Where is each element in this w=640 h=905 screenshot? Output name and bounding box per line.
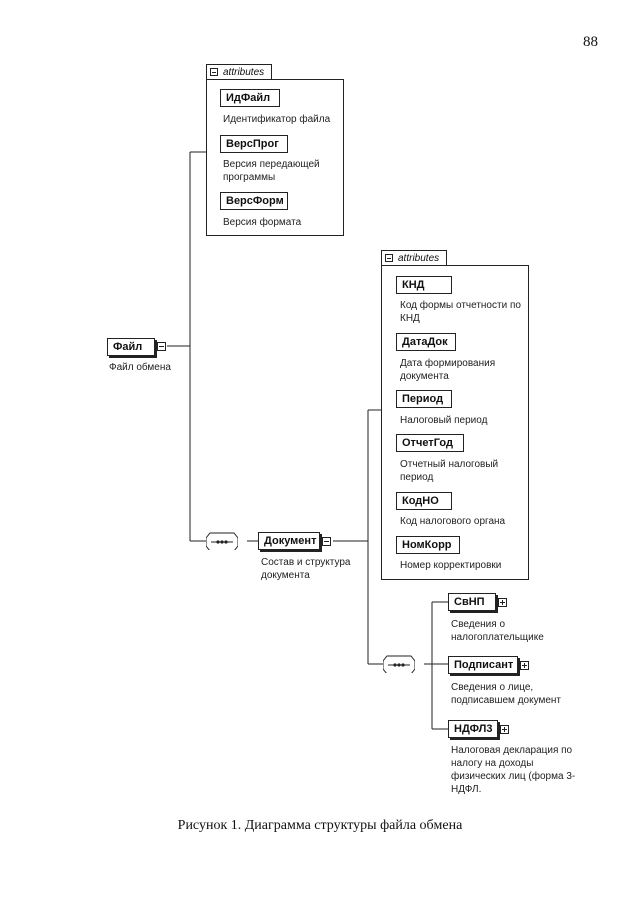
- collapse-icon[interactable]: [385, 254, 393, 262]
- root-element-file[interactable]: Файл: [107, 338, 155, 356]
- child-element-ndfl3[interactable]: НДФЛ3: [448, 720, 498, 738]
- sequence-compositor-icon[interactable]: [206, 532, 238, 550]
- document-attributes-tab[interactable]: attributes: [381, 250, 447, 265]
- attribute-idfile[interactable]: ИдФайл: [220, 89, 280, 107]
- attribute-description: Отчетный налоговый период: [400, 459, 499, 483]
- attribute-knd[interactable]: КНД: [396, 276, 452, 294]
- attribute-kodno[interactable]: КодНО: [396, 492, 452, 510]
- child-element-svnp[interactable]: СвНП: [448, 593, 496, 611]
- root-element-description: Файл обмена: [109, 362, 171, 373]
- attribute-description: Код формы отчетности по КНД: [400, 300, 521, 324]
- attribute-description: Версия формата: [223, 217, 302, 228]
- attribute-description: Налоговый период: [400, 415, 488, 426]
- expand-icon[interactable]: [498, 598, 507, 607]
- child-element-description: Сведения о налогоплательщике: [451, 619, 544, 643]
- document-attributes-box: [381, 265, 529, 580]
- attribute-otchetgod[interactable]: ОтчетГод: [396, 434, 464, 452]
- attribute-datadok[interactable]: ДатаДок: [396, 333, 456, 351]
- collapse-icon[interactable]: [157, 342, 166, 351]
- attribute-period[interactable]: Период: [396, 390, 452, 408]
- sequence-compositor-icon[interactable]: [383, 655, 415, 673]
- file-attributes-tab[interactable]: attributes: [206, 64, 272, 79]
- attribute-description: Идентификатор файла: [223, 114, 331, 125]
- child-element-description: Налоговая декларация по налогу на доходы…: [451, 745, 576, 795]
- collapse-icon[interactable]: [210, 68, 218, 76]
- attribute-description: Дата формирования документа: [400, 358, 496, 382]
- child-element-podpisant[interactable]: Подписант: [448, 656, 518, 674]
- document-element[interactable]: Документ: [258, 532, 320, 550]
- figure-caption: Рисунок 1. Диаграмма структуры файла обм…: [177, 818, 463, 833]
- attribute-nomkorr[interactable]: НомКорр: [396, 536, 460, 554]
- attribute-versprog[interactable]: ВерсПрог: [220, 135, 288, 153]
- page-number: 88: [583, 34, 598, 50]
- attribute-versform[interactable]: ВерсФорм: [220, 192, 288, 210]
- child-element-description: Сведения о лице, подписавшем документ: [451, 682, 562, 706]
- collapse-icon[interactable]: [322, 537, 331, 546]
- attribute-description: Версия передающей программы: [223, 159, 320, 183]
- expand-icon[interactable]: [520, 661, 529, 670]
- attribute-description: Код налогового органа: [400, 516, 506, 527]
- expand-icon[interactable]: [500, 725, 509, 734]
- document-description: Состав и структура документа: [261, 557, 351, 581]
- attribute-description: Номер корректировки: [400, 560, 502, 571]
